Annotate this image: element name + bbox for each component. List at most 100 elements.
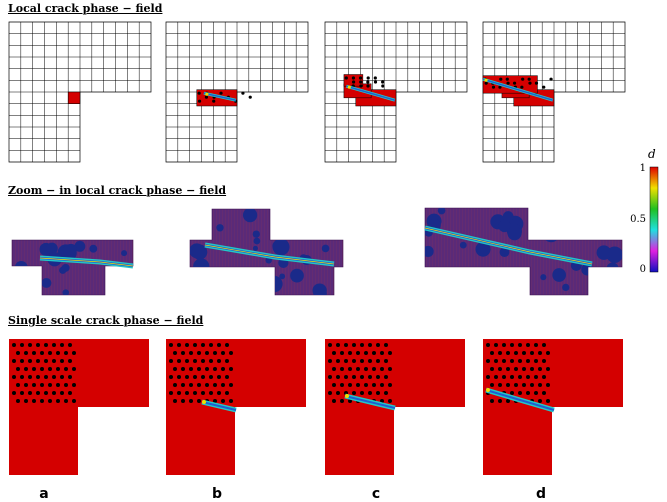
single-inclusion	[514, 367, 518, 371]
single-inclusion	[538, 351, 542, 355]
single-inclusion	[197, 367, 201, 371]
single-inclusion	[24, 351, 28, 355]
single-inclusion	[494, 375, 498, 379]
single-inclusion	[328, 391, 332, 395]
single-inclusion	[328, 343, 332, 347]
single-crack-line	[344, 395, 396, 409]
zoom-panel-a	[11, 239, 134, 296]
single-inclusion	[494, 343, 498, 347]
single-inclusion	[44, 359, 48, 363]
single-inclusion	[506, 399, 510, 403]
single-inclusion	[28, 375, 32, 379]
zoom-inclusion	[195, 209, 212, 220]
single-inclusion	[201, 391, 205, 395]
single-inclusion	[60, 359, 64, 363]
single-inclusion	[177, 359, 181, 363]
inclusion-dot	[197, 99, 202, 103]
zoom-crack-tip	[39, 257, 134, 267]
zoom-inclusion	[540, 274, 547, 281]
single-inclusion	[546, 399, 550, 403]
inclusion-dot	[527, 77, 531, 81]
inclusion-dot	[351, 76, 356, 80]
zoom-inclusion	[59, 266, 67, 274]
single-inclusion	[546, 351, 550, 355]
zoom-inclusion	[612, 281, 621, 289]
inclusion-dot	[366, 84, 370, 88]
zoom-row	[11, 207, 623, 296]
single-inclusion	[348, 351, 352, 355]
inclusion-dot	[484, 81, 488, 85]
single-inclusion	[48, 383, 52, 387]
zoom-panel-b	[189, 208, 344, 296]
single-crack-tip	[202, 400, 206, 404]
zoom-inclusion	[596, 245, 612, 260]
single-inclusion	[340, 351, 344, 355]
single-inclusion	[209, 391, 213, 395]
local-mesh-a	[8, 21, 152, 163]
single-inclusion	[364, 351, 368, 355]
zoom-inclusion	[594, 215, 602, 223]
single-inclusion	[177, 375, 181, 379]
single-inclusion	[24, 367, 28, 371]
single-inclusion	[542, 375, 546, 379]
single-inclusion	[48, 367, 52, 371]
single-inclusion	[538, 399, 542, 403]
single-inclusion	[372, 351, 376, 355]
zoom-inclusion	[216, 224, 224, 232]
single-inclusion	[56, 399, 60, 403]
single-inclusion	[328, 359, 332, 363]
single-inclusion	[376, 359, 380, 363]
zoom-inclusion	[190, 209, 197, 217]
single-inclusion	[221, 399, 225, 403]
single-inclusion	[502, 343, 506, 347]
single-inclusion	[173, 399, 177, 403]
single-crack-line	[485, 389, 555, 411]
crack-line	[482, 78, 554, 101]
single-inclusion	[28, 359, 32, 363]
single-inclusion	[336, 343, 340, 347]
zoom-inclusion	[533, 219, 549, 235]
inclusion-dot	[248, 95, 252, 99]
single-inclusion	[20, 343, 24, 347]
colorbar-title: d	[648, 147, 656, 161]
single-inclusion	[356, 351, 360, 355]
crack-tip	[205, 92, 209, 96]
single-inclusion	[52, 359, 56, 363]
single-inclusion	[56, 383, 60, 387]
single-inclusion	[201, 343, 205, 347]
zoom-inclusion	[41, 278, 52, 288]
single-inclusion	[340, 383, 344, 387]
single-crack-line	[201, 401, 237, 411]
single-inclusion	[364, 367, 368, 371]
zoom-inclusion	[321, 244, 330, 253]
inclusion-dot	[352, 80, 356, 84]
single-inclusion	[221, 383, 225, 387]
single-inclusion	[348, 367, 352, 371]
inclusion-dot	[491, 85, 496, 89]
single-inclusion	[193, 359, 197, 363]
zoom-inclusion	[290, 268, 304, 283]
inclusion-dot	[498, 85, 502, 89]
single-inclusion	[64, 383, 68, 387]
single-inclusion	[384, 375, 388, 379]
zoom-crack-tip	[204, 244, 335, 265]
single-inclusion	[340, 399, 344, 403]
single-inclusion	[229, 399, 233, 403]
zoom-inclusion	[62, 289, 69, 295]
single-inclusion	[185, 391, 189, 395]
single-inclusion	[64, 351, 68, 355]
single-inclusion	[20, 391, 24, 395]
single-inclusion	[205, 383, 209, 387]
single-inclusion	[185, 375, 189, 379]
single-inclusion	[498, 383, 502, 387]
single-inclusion	[336, 391, 340, 395]
inclusion-dot	[359, 84, 363, 88]
single-inclusion	[380, 367, 384, 371]
single-inclusion	[44, 391, 48, 395]
single-inclusion	[388, 399, 392, 403]
inclusion-dot	[520, 85, 524, 89]
single-inclusion	[352, 359, 356, 363]
crack-tip	[347, 85, 351, 89]
single-inclusion	[64, 399, 68, 403]
zoom-inclusion	[193, 258, 210, 275]
